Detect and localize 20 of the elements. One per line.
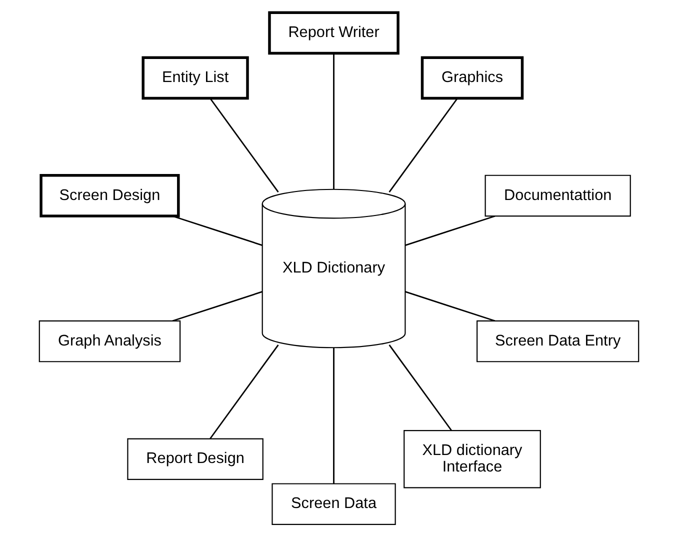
node-box: Screen Data [271, 483, 396, 525]
connector [404, 215, 495, 246]
connector [388, 344, 452, 431]
connector [332, 348, 334, 484]
node-box: Screen Data Entry [476, 320, 639, 362]
node-box: Documentattion [484, 174, 630, 217]
node-box: Report Design [126, 438, 263, 480]
connector [404, 291, 495, 322]
node-box: XLD dictionary Interface [403, 430, 540, 488]
node-box: Graph Analysis [38, 320, 180, 362]
connector [172, 291, 262, 322]
node-box: Graphics [420, 56, 524, 100]
connector [209, 98, 278, 192]
connector [172, 215, 262, 246]
connector [209, 344, 278, 440]
node-box: Report Writer [268, 11, 399, 55]
connector [388, 98, 458, 192]
connector [332, 53, 334, 190]
node-box: Entity List [141, 56, 248, 100]
node-box: Screen Design [39, 174, 180, 218]
